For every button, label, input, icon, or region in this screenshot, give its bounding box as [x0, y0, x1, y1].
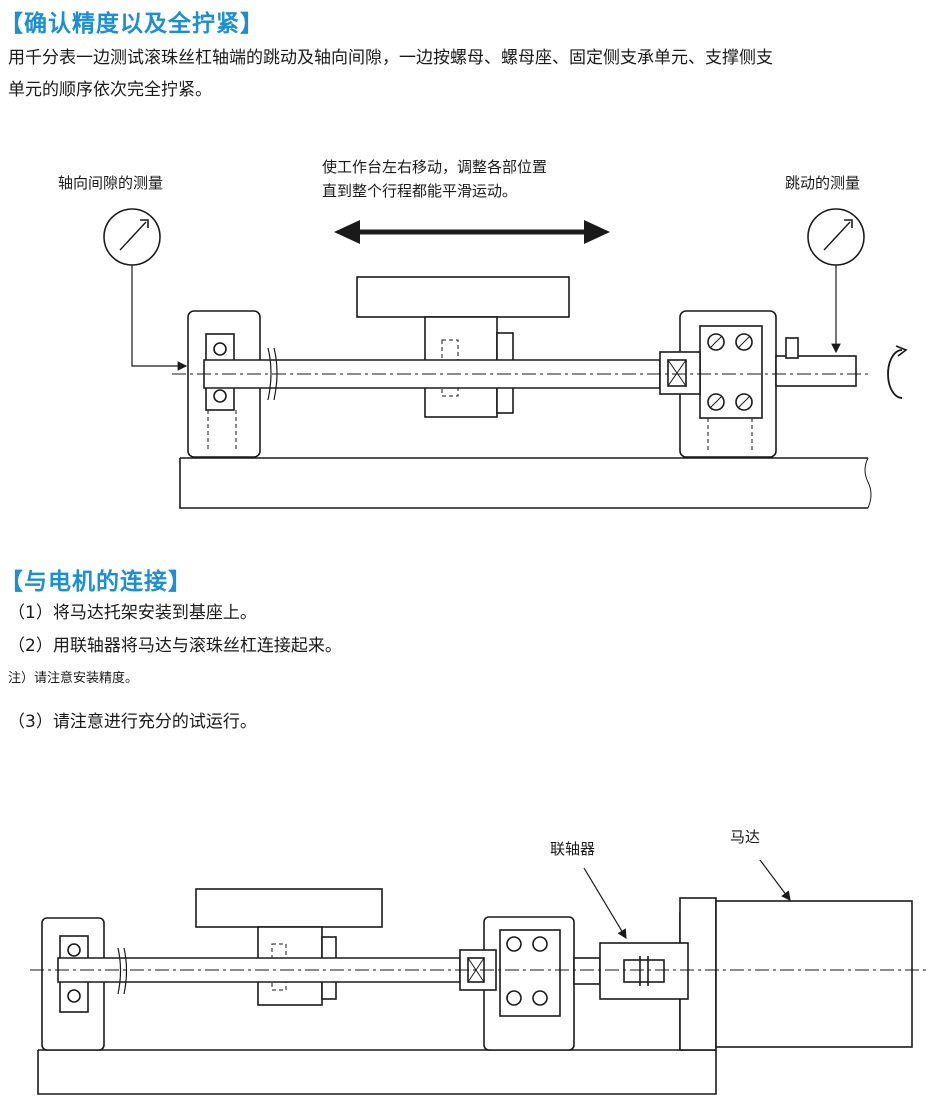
- section-1-heading: 【确认精度以及全拧紧】: [0, 11, 264, 37]
- figure-1-precision-check: [103, 208, 908, 509]
- step-1: （1）将马达托架安装到基座上。: [8, 603, 257, 623]
- machine-base: [37, 1049, 717, 1095]
- table-move-label-2: 直到整个行程都能平滑运动。: [322, 182, 518, 200]
- machine-base: [179, 457, 868, 509]
- work-table: [195, 888, 383, 928]
- work-table: [356, 276, 570, 318]
- table-move-label-1: 使工作台左右移动，调整各部位置: [322, 158, 548, 176]
- motor: [715, 900, 913, 1048]
- rotation-arrow: [887, 349, 903, 399]
- runout-label: 跳动的测量: [785, 174, 861, 192]
- motor-label: 马达: [730, 828, 761, 846]
- step-2: （2）用联轴器将马达与滚珠丝杠连接起来。: [8, 636, 342, 656]
- coupling: [599, 942, 689, 1000]
- section-1-line-2: 单元的顺序依次完全拧紧。: [8, 80, 212, 100]
- section-2-heading: 【与电机的连接】: [0, 569, 192, 595]
- axial-play-label: 轴向间隙的测量: [58, 174, 164, 192]
- section-1-line-1: 用千分表一边测试滚珠丝杠轴端的跳动及轴向间隙，一边按螺母、螺母座、固定侧支承单元…: [8, 48, 773, 68]
- figure-2-motor-connection: [30, 860, 928, 1095]
- table-travel-arrow: [334, 220, 610, 244]
- coupling-label: 联轴器: [550, 840, 596, 858]
- lock-nut: [659, 351, 701, 395]
- step-3: （3）请注意进行充分的试运行。: [8, 712, 257, 732]
- installation-note: 注）请注意安装精度。: [8, 671, 139, 686]
- shaft-end: [775, 355, 857, 387]
